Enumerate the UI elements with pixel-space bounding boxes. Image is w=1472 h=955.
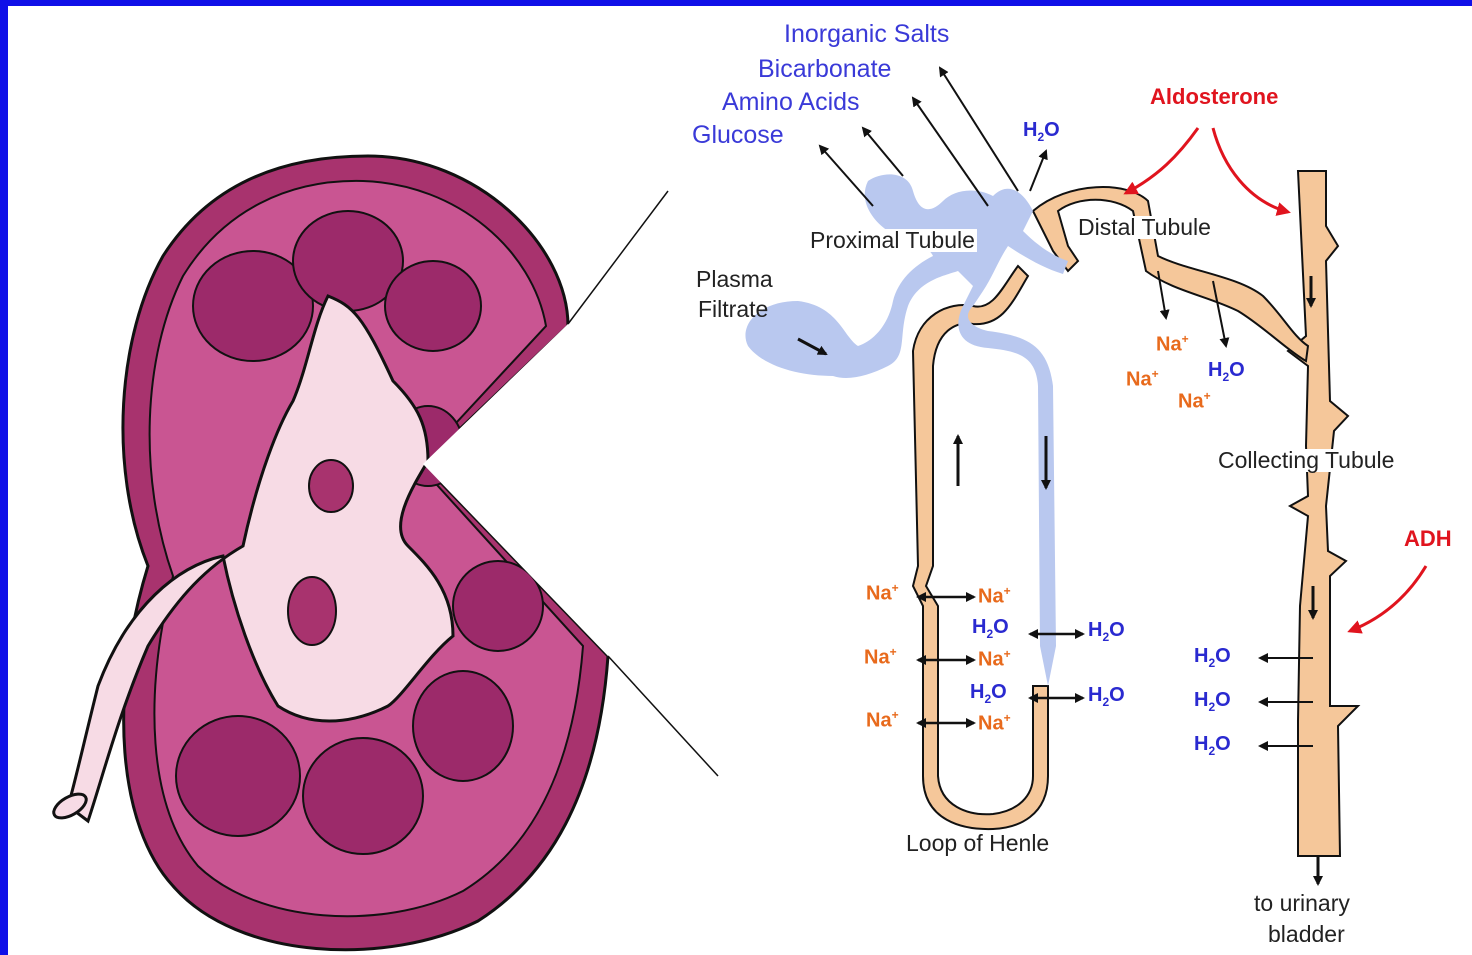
renal-vessel: [288, 577, 336, 645]
nephron-diagram: [745, 68, 1426, 884]
arrow-adh: [1350, 566, 1426, 631]
label-h2o-outer-2: H2O: [1088, 685, 1125, 708]
label-na-inner-3: Na+: [978, 712, 1011, 734]
arrow-h2o-proximal: [1030, 151, 1046, 191]
label-to-urinary: to urinary: [1254, 892, 1350, 915]
pyramid: [385, 261, 481, 351]
label-bladder: bladder: [1268, 923, 1345, 946]
label-glucose: Glucose: [692, 123, 784, 148]
collecting-tubule: [1288, 171, 1358, 856]
label-na-outer-1: Na+: [866, 582, 899, 604]
label-proximal-tubule: Proximal Tubule: [808, 229, 977, 252]
pyramid: [413, 671, 513, 781]
label-plasma: Plasma: [696, 268, 773, 291]
label-h2o-inner-2: H2O: [970, 682, 1007, 705]
label-filtrate: Filtrate: [698, 298, 768, 321]
label-inorganic-salts: Inorganic Salts: [784, 22, 949, 47]
slide: Inorganic Salts Bicarbonate Amino Acids …: [8, 6, 1472, 955]
arrow-glucose: [820, 146, 873, 206]
pyramid: [303, 738, 423, 854]
kidney-illustration: [50, 156, 728, 950]
label-collecting-tubule: Collecting Tubule: [1215, 449, 1397, 472]
arrow-aldosterone-distal: [1126, 128, 1198, 193]
label-na-inner-2: Na+: [978, 648, 1011, 670]
label-na-distal-1: Na+: [1156, 333, 1189, 355]
arrow-bicarbonate: [913, 98, 988, 206]
label-h2o-distal: H2O: [1208, 360, 1245, 383]
arrow-inorganic-salts: [940, 68, 1018, 191]
label-h2o-collecting-3: H2O: [1194, 734, 1231, 757]
label-na-distal-3: Na+: [1178, 390, 1211, 412]
label-h2o-inner-1: H2O: [972, 617, 1009, 640]
label-na-distal-2: Na+: [1126, 368, 1159, 390]
label-aldosterone: Aldosterone: [1150, 86, 1278, 108]
label-loop-of-henle: Loop of Henle: [906, 832, 1049, 855]
label-adh: ADH: [1404, 528, 1452, 550]
label-h2o-outer-1: H2O: [1088, 620, 1125, 643]
arrow-amino-acids: [863, 128, 903, 176]
arrow-aldosterone-collecting: [1213, 128, 1288, 212]
renal-vessel: [309, 460, 353, 512]
label-h2o-collecting-1: H2O: [1194, 646, 1231, 669]
label-distal-tubule: Distal Tubule: [1076, 216, 1213, 239]
label-amino-acids: Amino Acids: [722, 90, 860, 115]
label-na-outer-2: Na+: [864, 646, 897, 668]
label-na-outer-3: Na+: [866, 709, 899, 731]
label-h2o-collecting-2: H2O: [1194, 690, 1231, 713]
label-bicarbonate: Bicarbonate: [758, 57, 891, 82]
label-h2o-proximal: H2O: [1023, 120, 1060, 143]
pyramid: [176, 716, 300, 836]
label-na-inner-1: Na+: [978, 585, 1011, 607]
